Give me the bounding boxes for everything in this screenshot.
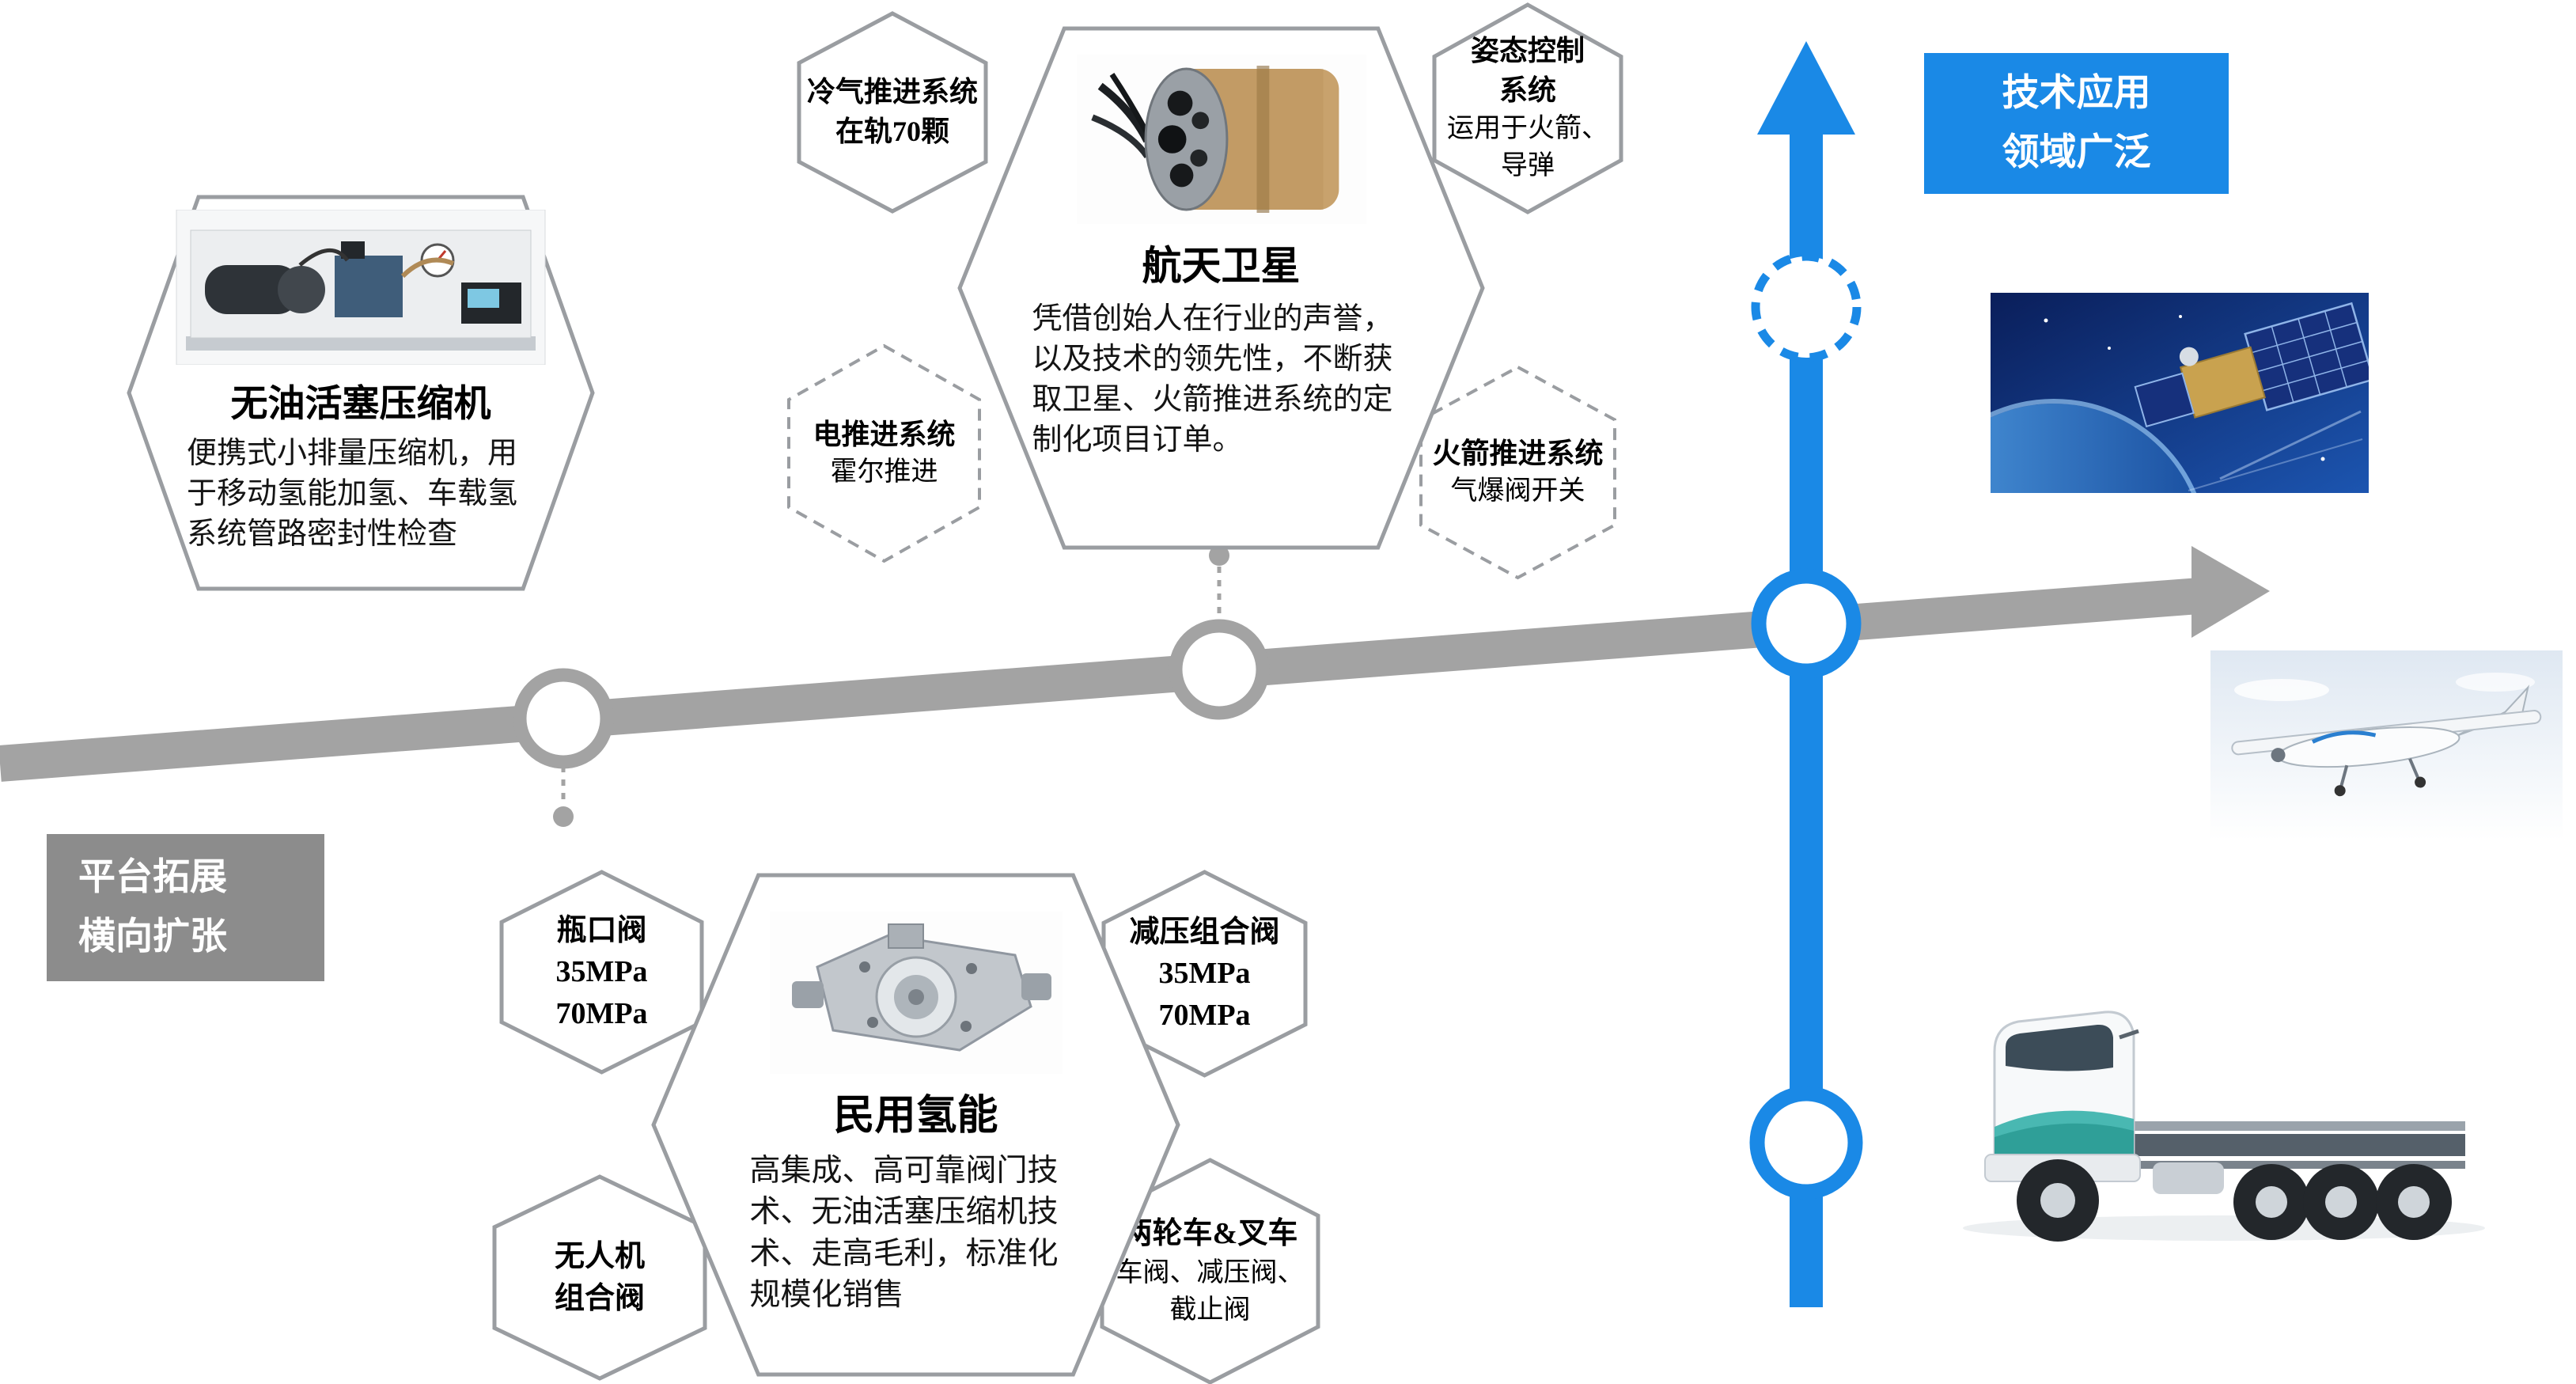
valve-illustration	[769, 912, 1063, 1074]
hex-attitude-control: 姿态控制 系统 运用于火箭、 导弹	[1434, 5, 1621, 212]
two-wheeler-line2: 车阀、减压阀、	[1116, 1257, 1305, 1287]
attitude-line4: 导弹	[1501, 150, 1555, 180]
bottle-line3: 70MPa	[555, 996, 648, 1030]
fixed-wing-uav-photo	[2210, 650, 2563, 840]
cold-gas-line2: 在轨70颗	[835, 116, 949, 147]
electric-line2: 霍尔推进	[830, 457, 938, 487]
vertical-arrowhead-icon	[1757, 41, 1855, 135]
hexagon-outline	[799, 13, 986, 211]
milestone2-dot	[1209, 545, 1229, 566]
hex-reducer-valve: 减压组合阀 35MPa 70MPa	[1104, 872, 1305, 1075]
attitude-line2: 系统	[1498, 74, 1556, 107]
hex-compressor: 无油活塞压缩机 便携式小排量压缩机，用于移动氢能加氢、车载氢系统管路密封性检查	[129, 197, 593, 589]
attitude-line3: 运用于火箭、	[1447, 113, 1608, 143]
satellite-thruster-photo	[1076, 54, 1366, 225]
reducer-line2: 35MPa	[1158, 957, 1251, 991]
milestone1-dot	[553, 806, 574, 827]
drone-valve-line2: 组合阀	[554, 1281, 645, 1315]
reducer-line1: 减压组合阀	[1129, 915, 1280, 949]
milestone-circle-2	[1169, 619, 1270, 720]
two-wheeler-line1: 两轮车&叉车	[1122, 1217, 1298, 1251]
milestone-circle-4	[1749, 1086, 1863, 1200]
rocket-line2: 气爆阀开关	[1450, 476, 1585, 506]
electric-line1: 电推进系统	[813, 418, 956, 450]
civil-hydrogen-desc: 高集成、高可靠阀门技术、无油活塞压缩机技术、走高毛利，标准化规模化销售	[749, 1154, 1059, 1312]
hexagon-outline-dashed	[789, 346, 979, 561]
hex-two-wheeler: 两轮车&叉车 车阀、减压阀、 截止阀	[1102, 1160, 1318, 1382]
timeline-axis	[0, 578, 2201, 782]
uav-illustration	[2210, 650, 2563, 840]
hydrogen-valve-photo	[769, 912, 1063, 1074]
tech-application-box: 技术应用 领域广泛	[1924, 53, 2229, 194]
satellite-desc: 凭借创始人在行业的声誉，以及技术的领先性，不断获取卫星、火箭推进系统的定制化项目…	[1032, 302, 1393, 457]
dashed-circle-marker	[1751, 252, 1862, 362]
truck-illustration	[1939, 963, 2503, 1254]
reducer-line3: 70MPa	[1158, 998, 1251, 1032]
hex-electric-propulsion: 电推进系统 霍尔推进	[789, 346, 979, 561]
tech-application-line1: 技术应用	[2002, 72, 2151, 114]
drone-valve-line1: 无人机	[554, 1240, 645, 1274]
compressor-illustration	[176, 210, 546, 365]
platform-expansion-line2: 横向扩张	[78, 916, 227, 957]
hexagon-outline	[1104, 872, 1305, 1075]
hydrogen-truck-photo	[1939, 963, 2503, 1254]
compressor-title: 无油活塞压缩机	[230, 384, 491, 425]
satellite-in-space-photo	[1991, 293, 2369, 493]
civil-hydrogen-title: 民用氢能	[833, 1093, 998, 1139]
bottle-line1: 瓶口阀	[556, 913, 647, 947]
hexagon-outline	[502, 872, 702, 1072]
tech-application-line2: 领域广泛	[2002, 132, 2151, 173]
hex-cold-gas: 冷气推进系统 在轨70颗	[799, 13, 986, 211]
bottle-line2: 35MPa	[555, 955, 648, 989]
two-wheeler-line3: 截止阀	[1169, 1295, 1251, 1325]
attitude-line1: 姿态控制	[1470, 35, 1585, 67]
satellite-scene-illustration	[1991, 293, 2369, 493]
milestone-circle-1	[513, 668, 614, 769]
hexagon-outline	[1434, 5, 1621, 212]
hex-civil-hydrogen: 民用氢能 高集成、高可靠阀门技术、无油活塞压缩机技术、走高毛利，标准化规模化销售	[653, 875, 1178, 1375]
platform-expansion-line1: 平台拓展	[78, 856, 227, 898]
milestone-circle-3	[1751, 568, 1862, 679]
hex-aerospace-satellite: 航天卫星 凭借创始人在行业的声誉，以及技术的领先性，不断获取卫星、火箭推进系统的…	[960, 28, 1483, 548]
hex-bottle-valve: 瓶口阀 35MPa 70MPa	[502, 872, 702, 1072]
compressor-device-photo	[175, 210, 547, 365]
satellite-title: 航天卫星	[1142, 244, 1301, 288]
thruster-illustration	[1076, 55, 1366, 224]
cold-gas-line1: 冷气推进系统	[806, 76, 978, 108]
timeline-arrowhead-icon	[2191, 546, 2270, 638]
rocket-line1: 火箭推进系统	[1432, 437, 1604, 469]
compressor-desc: 便携式小排量压缩机，用于移动氢能加氢、车载氢系统管路密封性检查	[187, 437, 518, 551]
platform-expansion-box: 平台拓展 横向扩张	[47, 834, 324, 981]
